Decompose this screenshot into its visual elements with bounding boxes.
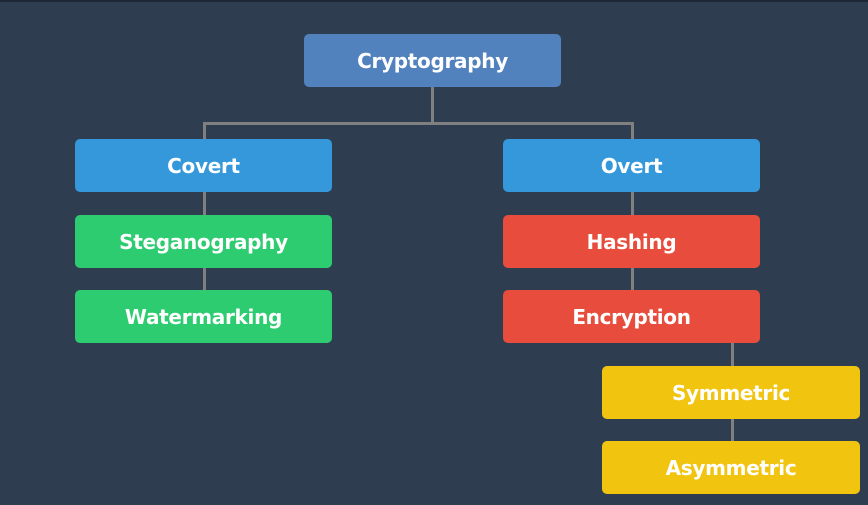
- node-steganography: Steganography: [75, 215, 332, 268]
- node-hashing: Hashing: [503, 215, 760, 268]
- node-covert: Covert: [75, 139, 332, 192]
- connector: [431, 87, 434, 124]
- node-asymmetric: Asymmetric: [602, 441, 860, 494]
- node-symmetric: Symmetric: [602, 366, 860, 419]
- node-overt: Overt: [503, 139, 760, 192]
- node-cryptography: Cryptography: [304, 34, 561, 87]
- connector: [631, 122, 634, 292]
- node-watermarking: Watermarking: [75, 290, 332, 343]
- connector: [203, 122, 634, 125]
- node-encryption: Encryption: [503, 290, 760, 343]
- connector: [203, 122, 206, 292]
